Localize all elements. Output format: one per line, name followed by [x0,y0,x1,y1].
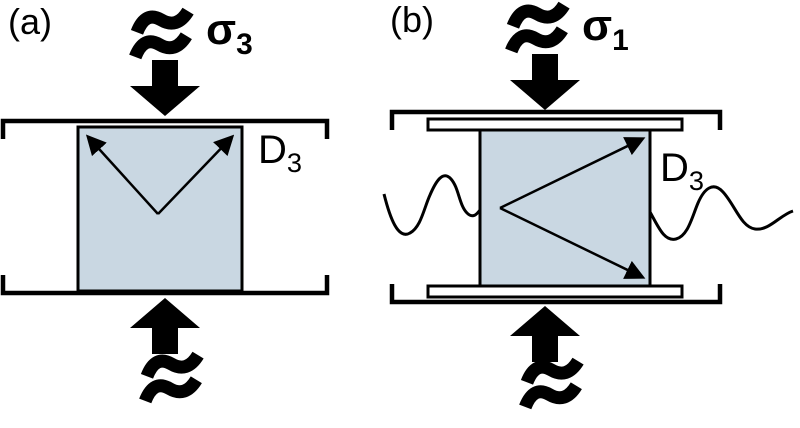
specimen [478,128,652,288]
diagonal-displacement-arrows-icon [499,137,646,279]
top-platen [0,118,330,139]
top-platen [389,109,723,130]
measure-subscript: 3 [688,165,705,196]
stress-symbol: σ [582,1,613,50]
electrode-plate-bottom [426,284,684,299]
stress-label-panel-b: σ1 [582,1,629,56]
measure-label-panel-b: D3 [660,146,704,194]
stress-subscript: 1 [612,23,629,57]
panel-b-label: (b) [390,0,434,40]
stress-label-panel-a: σ3 [206,5,253,60]
panel-a-label: (a) [8,1,52,42]
diagonal-displacement-arrows-icon [85,134,235,215]
measure-label-panel-a: D3 [258,128,302,176]
panel-a-graphics [0,11,330,401]
compression-arrow-down-icon [130,60,200,116]
stress-subscript: 3 [236,27,253,61]
measure-symbol: D [660,146,689,190]
lead-wire-left-icon [382,174,482,236]
measure-symbol: D [258,128,287,172]
dynamic-load-bolt-icon [139,355,204,401]
bottom-platen [0,275,330,296]
stress-symbol: σ [206,5,237,54]
electrode-plate-top [426,117,684,132]
compression-arrow-up-icon [130,298,200,354]
measure-subscript: 3 [286,147,303,178]
dynamic-load-bolt-icon [519,361,584,407]
bottom-platen [389,284,723,305]
panel-b-graphics [382,5,794,407]
dynamic-load-bolt-icon [129,11,194,57]
compression-arrow-up-icon [510,306,580,362]
dynamic-load-bolt-icon [505,5,570,51]
lead-wire-right-icon [648,185,794,241]
compression-arrow-down-icon [510,54,580,110]
